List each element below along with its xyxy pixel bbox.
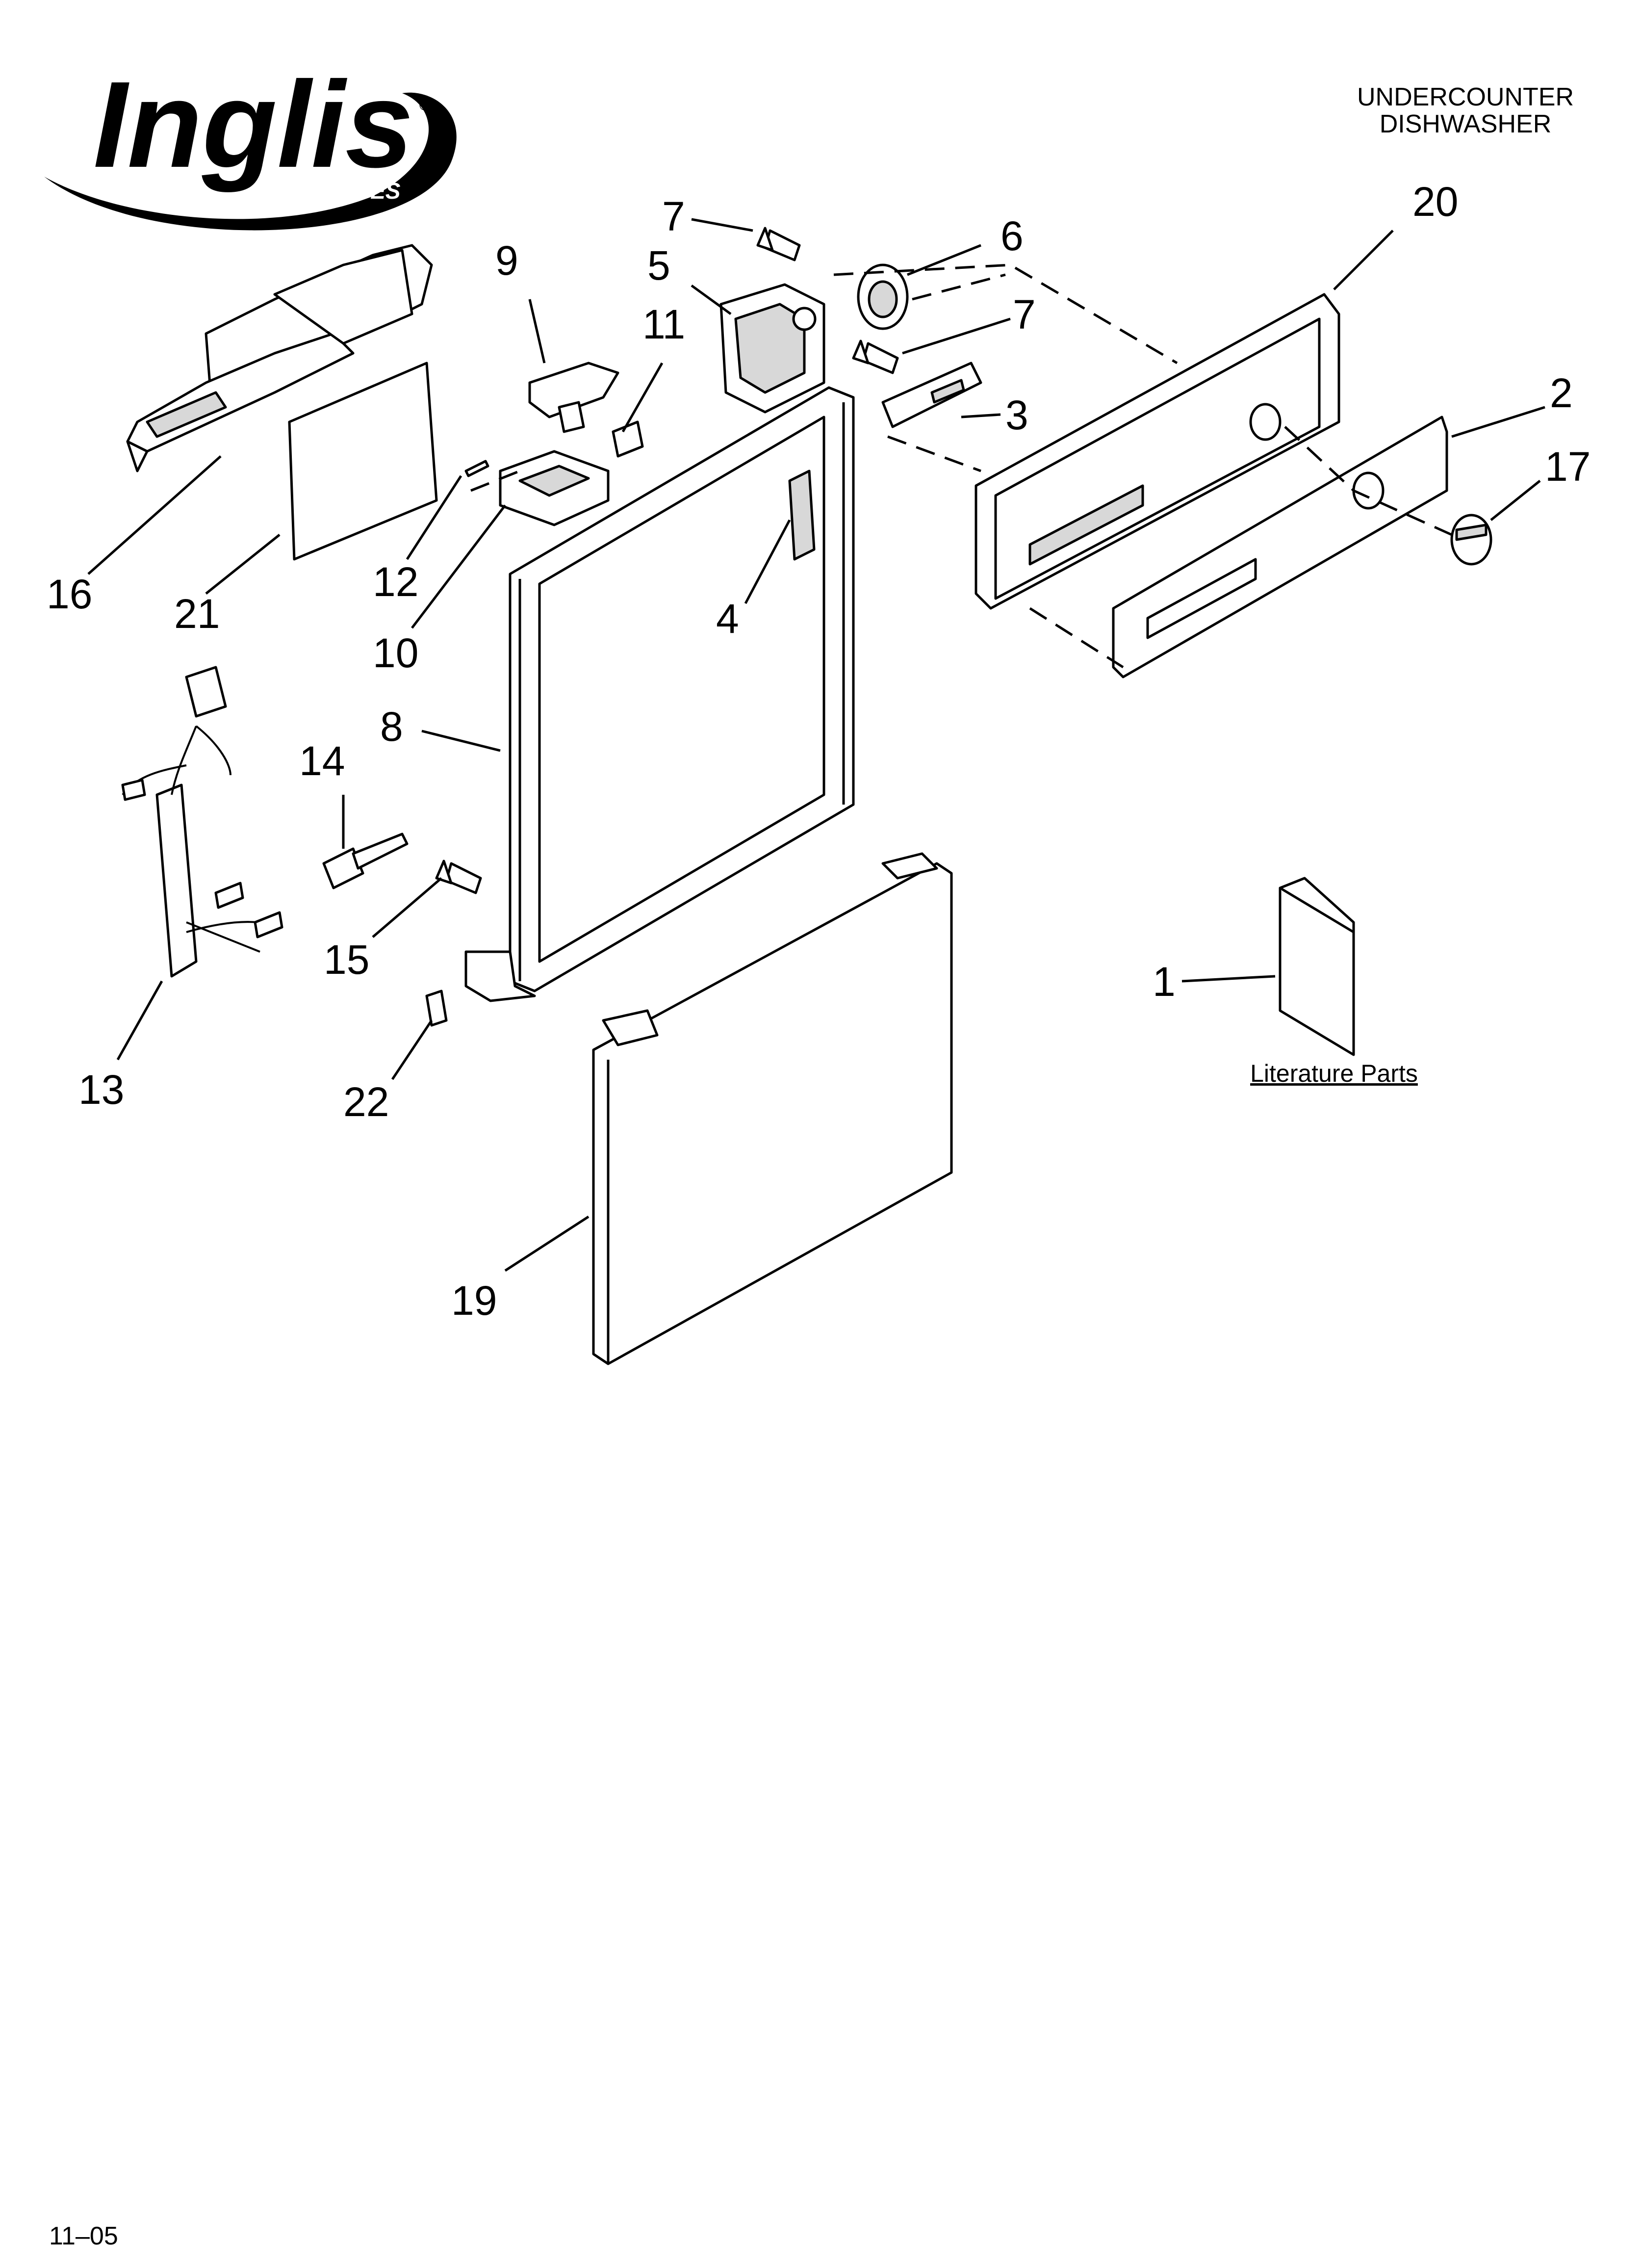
assembly-line-1 <box>833 263 1178 365</box>
callout-numbers: 7 5 6 7 20 2 17 3 4 9 11 12 10 8 13 14 1… <box>47 179 1591 1324</box>
callout-4: 4 <box>716 596 739 642</box>
assembly-line-4 <box>1029 607 1124 669</box>
assembly-line-3 <box>887 435 981 472</box>
callout-7-upper: 7 <box>662 193 685 239</box>
part-2-overlay <box>1112 416 1448 678</box>
part-21-panel <box>288 362 438 561</box>
callout-16: 16 <box>47 571 92 617</box>
callout-3: 3 <box>1005 392 1028 438</box>
part-15-screw <box>435 860 482 894</box>
assembly-line-5 <box>1284 426 1453 536</box>
part-4-bracket <box>788 469 816 561</box>
part-22-clip <box>425 990 448 1027</box>
leader-lines <box>87 218 1545 1272</box>
callout-15: 15 <box>324 937 369 983</box>
part-7-screw-lower <box>852 339 899 374</box>
brand-tagline-home: HOME <box>120 178 188 204</box>
callout-20: 20 <box>1412 179 1458 225</box>
part-20-control-panel <box>975 293 1340 610</box>
callout-22: 22 <box>343 1079 389 1125</box>
part-17-knob <box>1450 514 1492 566</box>
part-12-strip <box>464 460 489 477</box>
title-line-2: DISHWASHER <box>1380 110 1552 138</box>
callout-5: 5 <box>647 242 670 288</box>
part-13-wire-harness <box>121 666 283 978</box>
part-11-clip <box>612 420 644 458</box>
inglis-logo: Inglis ® HOME APPLIANCES <box>44 56 457 231</box>
part-7-screw-upper <box>756 227 801 261</box>
callout-12: 12 <box>373 559 418 605</box>
brand-tagline-appliances: APPLIANCES <box>255 178 401 204</box>
part-16-vent-duct <box>126 244 433 472</box>
assembly-line-6 <box>470 469 520 492</box>
part-6-knob <box>857 263 909 330</box>
brand-wordmark: Inglis <box>93 56 413 193</box>
callout-2: 2 <box>1550 370 1573 416</box>
callout-21: 21 <box>174 591 220 637</box>
callout-7-lower: 7 <box>1013 291 1036 338</box>
literature-parts-label: Literature Parts <box>1250 1060 1418 1087</box>
assembly-line-2 <box>912 273 1006 301</box>
callout-10: 10 <box>373 630 418 676</box>
callout-17: 17 <box>1545 443 1591 490</box>
part-19-door-panel <box>592 852 953 1365</box>
callout-6: 6 <box>1001 213 1024 259</box>
footer-date: 11–05 <box>49 2222 118 2250</box>
callout-14: 14 <box>299 738 345 784</box>
callout-1: 1 <box>1153 959 1176 1005</box>
part-5-latch <box>719 283 825 414</box>
callout-11: 11 <box>642 301 685 347</box>
registered-mark: ® <box>419 98 430 114</box>
callout-13: 13 <box>78 1067 124 1113</box>
part-14-sensor <box>322 833 409 889</box>
callout-8: 8 <box>380 704 403 750</box>
title-line-1: UNDERCOUNTER <box>1357 83 1574 111</box>
callout-9: 9 <box>495 237 518 284</box>
part-1-literature <box>1279 877 1355 1056</box>
part-9-bracket <box>528 362 619 433</box>
callout-19: 19 <box>451 1277 497 1324</box>
part-3-switch <box>881 362 982 428</box>
part-8-door-frame <box>464 386 855 1002</box>
part-10-housing <box>499 450 610 526</box>
